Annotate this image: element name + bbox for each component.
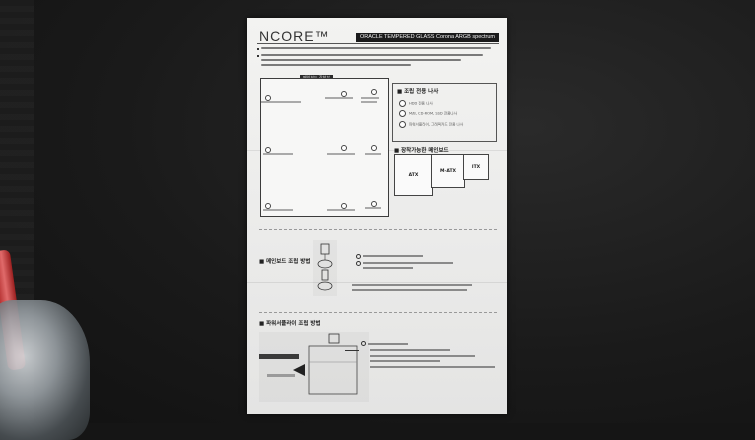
header-rule	[257, 43, 499, 44]
notice-line	[261, 59, 461, 61]
hole-label	[263, 153, 293, 155]
screw-row-psu: 파워서플라이, 그래픽카드 전용 나사	[399, 121, 463, 128]
itx-box: ITX	[463, 154, 489, 180]
instruction-line	[352, 284, 472, 286]
compatible-title: ■ 장착가능한 메인보드	[394, 148, 449, 154]
step-number-1	[361, 341, 366, 346]
instruction-line	[363, 255, 423, 257]
instruction-line	[363, 262, 453, 264]
standoff-hole	[341, 203, 347, 209]
screw-label: HDD 전용 나사	[409, 101, 433, 106]
hole-label	[327, 153, 355, 155]
hole-label	[263, 209, 293, 211]
instruction-line	[370, 360, 440, 362]
notice-line	[261, 54, 483, 56]
psu-screw-icon	[399, 121, 406, 128]
instruction-line	[370, 349, 450, 351]
screw-legend-box: ■ 조립 전용 나사 HDD 전용 나사 M/B, CD-ROM, SSD 전용…	[392, 83, 497, 142]
hole-label	[365, 153, 381, 155]
screw-row-mb: M/B, CD-ROM, SSD 전용나사	[399, 110, 457, 117]
section-divider	[259, 312, 497, 313]
notice-line	[261, 47, 491, 49]
notice-bullet	[257, 48, 259, 50]
psu-diagram	[259, 332, 369, 402]
standoff-hole	[371, 201, 377, 207]
plastic-bag	[0, 300, 90, 440]
screws-title: ■ 조립 전용 나사	[397, 89, 439, 95]
product-banner: ORACLE TEMPERED GLASS Corona ARGB spectr…	[356, 33, 499, 42]
standoff-hole	[371, 145, 377, 151]
standoff-hole	[265, 147, 271, 153]
instruction-line	[370, 355, 475, 357]
step-number-2	[356, 261, 361, 266]
standoff-hole	[371, 89, 377, 95]
section-divider	[259, 229, 497, 230]
fold-line	[247, 282, 507, 283]
motherboard-tray-diagram	[260, 78, 389, 217]
atx-box: ATX	[394, 154, 433, 196]
instruction-line	[370, 366, 495, 368]
hole-label	[365, 207, 381, 209]
hole-label	[325, 97, 353, 99]
instruction-line	[363, 267, 413, 269]
callout-line	[345, 350, 359, 351]
notice-line	[261, 64, 411, 66]
standoff-diagram	[313, 240, 337, 296]
standoff-hole	[265, 203, 271, 209]
standoff-hole	[341, 91, 347, 97]
standoff-hole	[341, 145, 347, 151]
psu-assembly-title: ■ 파워서플라이 조립 방법	[259, 321, 321, 327]
notice-bullet	[257, 55, 259, 57]
instruction-line	[352, 289, 467, 291]
hole-label	[361, 97, 379, 99]
hole-label	[361, 101, 377, 103]
hdd-screw-icon	[399, 100, 406, 107]
mainboard-assembly-title: ■ 메인보드 조립 방법	[259, 259, 311, 265]
instruction-line	[368, 343, 408, 345]
step-number-1	[356, 254, 361, 259]
screw-label: 파워서플라이, 그래픽카드 전용 나사	[409, 122, 464, 127]
hole-label	[327, 209, 355, 211]
mb-screw-icon	[399, 110, 406, 117]
screw-label: M/B, CD-ROM, SSD 전용나사	[409, 111, 458, 116]
manual-sheet: NCORE™ ORACLE TEMPERED GLASS Corona ARGB…	[247, 18, 507, 414]
hole-label	[261, 101, 301, 103]
matx-box: M-ATX	[431, 154, 465, 188]
standoff-hole	[265, 95, 271, 101]
screw-row-hdd: HDD 전용 나사	[399, 100, 433, 107]
brand-logo: NCORE™	[259, 28, 330, 44]
